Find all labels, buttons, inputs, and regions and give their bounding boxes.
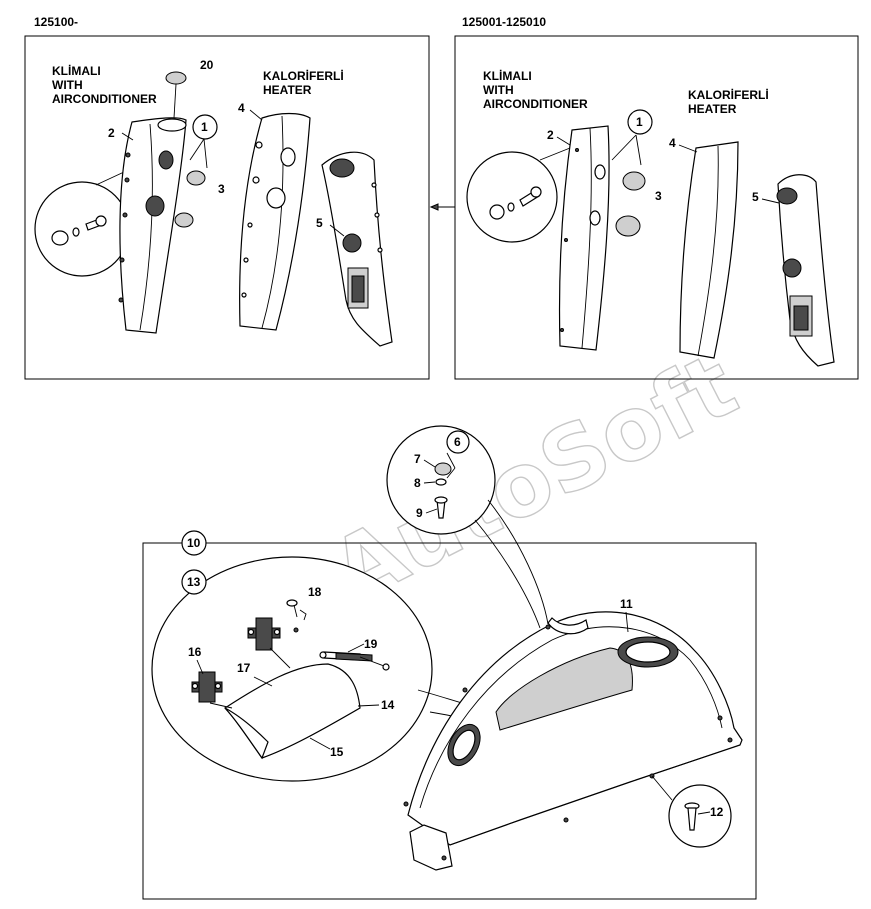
callout-8: 8 (414, 476, 421, 490)
armrest-cushion (224, 663, 361, 760)
left-climate-label-en: AIRCONDITIONER (52, 92, 157, 106)
right-heater-pillar (679, 141, 739, 359)
left-callout-1: 1 (201, 120, 208, 134)
left-trim-5 (321, 151, 393, 347)
left-grommet-3a (186, 170, 206, 186)
callout-6: 6 (454, 435, 461, 449)
right-trim-5 (776, 174, 835, 367)
right-callout-3: 3 (655, 189, 662, 203)
hinge-upper (247, 617, 281, 651)
watermark-text: AutoSoft (316, 333, 753, 623)
screw-detail-bubble: 12 (651, 775, 732, 848)
callout-11: 11 (620, 597, 633, 611)
left-panel: 125100- KLİMALI WITH AIRCONDITIONER KALO… (24, 15, 430, 380)
left-heater-pillar (239, 112, 311, 331)
left-detail-bubble (34, 171, 130, 277)
callout-7: 7 (414, 452, 421, 466)
right-panel: 125001-125010 KLİMALI WITH AIRCONDITIONE… (454, 15, 859, 380)
left-heater-label-en: HEATER (263, 83, 312, 97)
right-detail-bubble (466, 147, 571, 243)
right-climate-pillar (558, 125, 610, 351)
callout-18: 18 (308, 585, 322, 599)
left-grommet-3b (174, 212, 194, 228)
left-callout-5: 5 (316, 216, 323, 230)
callout-17: 17 (237, 661, 251, 675)
right-callout-5: 5 (752, 190, 759, 204)
right-callout-4: 4 (669, 136, 676, 150)
callout-9: 9 (416, 506, 423, 520)
callout-14: 14 (381, 698, 395, 712)
right-panel-frame (454, 35, 859, 380)
right-grommet-3a (622, 171, 646, 191)
callout-12: 12 (710, 805, 724, 819)
left-climate-pillar (118, 117, 187, 334)
left-callout-3: 3 (218, 182, 225, 196)
right-climate-label-en: AIRCONDITIONER (483, 97, 588, 111)
fastener-detail-bubble: 6 7 8 9 (386, 425, 549, 629)
callout-16: 16 (188, 645, 202, 659)
callout-10-circle (181, 530, 207, 556)
left-climate-label-tr: KLİMALI (52, 63, 101, 78)
left-range-label: 125100- (34, 15, 78, 29)
right-climate-label-with: WITH (483, 83, 514, 97)
right-range-label: 125001-125010 (462, 15, 546, 29)
left-grommet-20 (165, 71, 187, 85)
callout-15: 15 (330, 745, 344, 759)
callout-19: 19 (364, 637, 378, 651)
rear-cover-11 (403, 611, 743, 871)
armrest-detail-bubble: 13 (151, 556, 501, 782)
left-callout-1-circle (192, 114, 218, 140)
screw-18 (286, 599, 307, 633)
hinge-16 (191, 671, 223, 703)
left-panel-frame (24, 35, 430, 380)
lower-panel: 10 13 (142, 530, 757, 900)
gas-strut-19 (319, 651, 390, 671)
callout-6-circle (446, 430, 470, 454)
left-climate-label-with: WITH (52, 78, 83, 92)
right-callout-1: 1 (636, 115, 643, 129)
left-heater-label-tr: KALORİFERLİ (263, 68, 344, 83)
left-callout-20: 20 (200, 58, 214, 72)
right-climate-label-tr: KLİMALI (483, 68, 532, 83)
right-heater-label-en: HEATER (688, 102, 737, 116)
right-grommet-3b (615, 215, 641, 237)
right-callout-1-circle (627, 109, 653, 135)
callout-13: 13 (187, 575, 201, 589)
lower-panel-frame (142, 542, 757, 900)
right-heater-label-tr: KALORİFERLİ (688, 87, 769, 102)
callout-13-circle (181, 569, 207, 595)
right-callout-2: 2 (547, 128, 554, 142)
left-callout-2: 2 (108, 126, 115, 140)
left-callout-4: 4 (238, 101, 245, 115)
callout-10: 10 (187, 536, 201, 550)
